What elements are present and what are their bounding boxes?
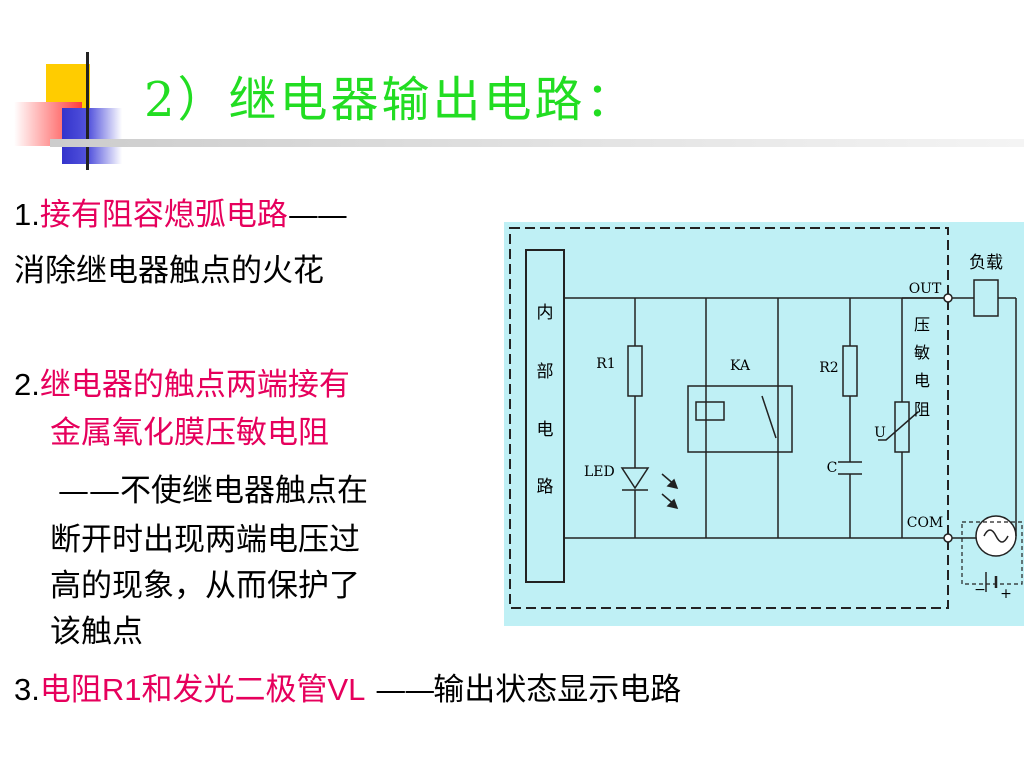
varistor-char-1: 压	[914, 315, 930, 334]
relay-contact	[761, 395, 777, 439]
internal-circuit-char-2: 部	[537, 362, 554, 382]
led-diode	[620, 467, 650, 490]
u-label: U	[874, 425, 886, 441]
module-boundary	[509, 227, 949, 609]
item-3-description: 输出状态显示电路	[433, 672, 682, 708]
diagram-background	[504, 222, 1024, 626]
out-terminal	[943, 293, 953, 303]
out-label: OUT	[909, 281, 942, 297]
item-2-heading: 2.继电器的触点两端接有	[14, 367, 350, 403]
decor-vertical-line	[86, 52, 89, 170]
r2-label: R2	[819, 360, 838, 376]
com-label: COM	[907, 515, 944, 531]
internal-circuit-char-1: 内	[537, 303, 554, 323]
item-3-heading: 3.电阻R1和发光二极管VL ——输出状态显示电路	[14, 672, 682, 708]
item-2-title-line1: 继电器的触点两端接有	[39, 367, 350, 403]
load-label: 负载	[969, 253, 1003, 273]
relay-coil	[695, 401, 725, 421]
plus-label: +	[1000, 586, 1012, 602]
item-2-desc-line1: ——不使继电器触点在	[58, 473, 368, 509]
item-1-description: 消除继电器触点的火花	[14, 253, 324, 289]
varistor-char-3: 电	[914, 371, 930, 390]
ka-label: KA	[730, 358, 751, 374]
internal-circuit-block	[525, 249, 565, 583]
dc-supply-box	[961, 521, 1023, 585]
item-1-heading: 1.接有阻容熄弧电路——	[14, 197, 348, 233]
item-1-title: 接有阻容熄弧电路	[39, 197, 288, 233]
com-terminal	[943, 533, 953, 543]
internal-circuit-char-4: 路	[537, 477, 554, 497]
ac-wave-icon	[983, 529, 1009, 543]
item-2-desc-line4: 该触点	[50, 614, 143, 650]
decor-horizontal-rule	[50, 139, 1024, 147]
varistor-char-2: 敏	[914, 343, 930, 362]
led-label: LED	[584, 464, 615, 480]
slide-title: 2）继电器输出电路：	[144, 72, 637, 128]
r1-label: R1	[596, 356, 615, 372]
relay-output-circuit-diagram: 内 部 电 路 R1 LED KA R2 C U 压 敏 电 阻 OUT COM	[504, 222, 1024, 626]
item-2-desc-line2: 断开时出现两端电压过	[50, 522, 360, 558]
c-label: C	[827, 460, 838, 476]
internal-circuit-char-3: 电	[537, 420, 554, 440]
relay-ka-outline	[687, 385, 793, 453]
item-2-desc-line3: 高的现象，从而保护了	[50, 568, 360, 604]
decor-blue-square	[62, 108, 122, 164]
led-light-arrows	[661, 473, 679, 510]
item-2-title-line2: 金属氧化膜压敏电阻	[50, 415, 329, 451]
minus-label: −	[974, 582, 986, 598]
varistor-char-4: 阻	[914, 400, 930, 419]
